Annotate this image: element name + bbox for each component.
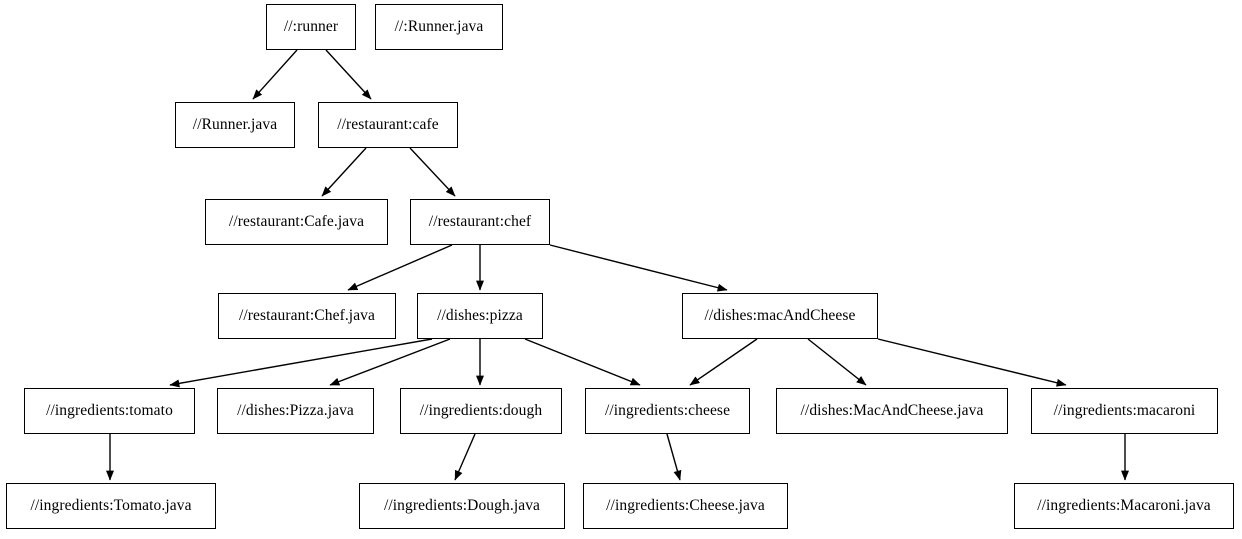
graph-node-runner[interactable]: //:runner [266,4,356,50]
graph-node-label: //Runner.java [192,116,278,134]
graph-node-label: //ingredients:tomato [46,402,173,420]
graph-edge-restaurant_cafe-to-restaurant_cafe_java [321,147,367,197]
graph-node-dishes_macandcheese[interactable]: //dishes:macAndCheese [682,293,878,339]
graph-edge-dishes_macandcheese-to-ing_cheese [689,338,758,386]
graph-node-ing_tomato_java[interactable]: //ingredients:Tomato.java [6,483,216,529]
graph-node-label: //ingredients:Cheese.java [606,497,765,515]
graph-node-runner_java[interactable]: //Runner.java [175,102,295,148]
graph-edge-ing_dough-to-ing_dough_java [454,433,476,481]
graph-edge-restaurant_chef-to-dishes_macandcheese [549,244,728,292]
graph-node-label: //restaurant:Chef.java [238,307,376,325]
graph-node-dishes_pizza_java[interactable]: //dishes:Pizza.java [217,388,374,434]
graph-node-label: //dishes:pizza [437,307,523,325]
graph-node-label: //ingredients:Macaroni.java [1037,497,1211,515]
graph-edge-dishes_pizza-to-ing_cheese [524,338,641,386]
graph-node-restaurant_cafe[interactable]: //restaurant:cafe [318,102,458,148]
graph-node-restaurant_chef_java[interactable]: //restaurant:Chef.java [218,293,396,339]
graph-node-ing_tomato[interactable]: //ingredients:tomato [24,388,195,434]
graph-edge-dishes_pizza-to-dishes_pizza_java [329,338,451,386]
graph-node-label: //ingredients:dough [419,402,543,420]
graph-edge-restaurant_cafe-to-restaurant_chef [409,147,456,197]
graph-edge-dishes_pizza-to-ing_tomato [169,338,433,388]
graph-node-ing_cheese_java[interactable]: //ingredients:Cheese.java [583,483,788,529]
graph-node-dishes_pizza[interactable]: //dishes:pizza [417,293,543,339]
graph-node-ing_cheese[interactable]: //ingredients:cheese [585,388,750,434]
graph-node-runner_java_root[interactable]: //:Runner.java [375,4,503,50]
graph-node-label: //dishes:Pizza.java [237,402,354,420]
graph-node-dishes_mac_java[interactable]: //dishes:MacAndCheese.java [776,388,1008,434]
graph-node-label: //ingredients:cheese [604,402,731,420]
graph-node-label: //restaurant:Cafe.java [228,213,365,231]
graph-edge-dishes_macandcheese-to-ing_macaroni [877,338,1067,387]
graph-edge-ing_cheese-to-ing_cheese_java [666,433,682,481]
graph-edge-restaurant_chef-to-restaurant_chef_java [347,244,453,291]
graph-node-ing_macaroni[interactable]: //ingredients:macaroni [1031,388,1218,434]
graph-node-label: //:runner [283,18,339,36]
graph-node-label: //restaurant:chef [428,213,532,231]
graph-node-ing_macaroni_java[interactable]: //ingredients:Macaroni.java [1014,483,1234,529]
graph-node-label: //ingredients:Dough.java [383,497,541,515]
graph-edge-runner-to-restaurant_cafe [325,49,372,100]
graph-edge-dishes_macandcheese-to-dishes_mac_java [807,338,867,386]
graph-node-ing_dough_java[interactable]: //ingredients:Dough.java [359,483,565,529]
graph-node-label: //ingredients:macaroni [1053,402,1196,420]
graph-node-restaurant_cafe_java[interactable]: //restaurant:Cafe.java [205,199,388,245]
graph-node-label: //ingredients:Tomato.java [30,497,192,515]
graph-edge-runner-to-runner_java [252,49,298,100]
graph-node-label: //dishes:macAndCheese [704,307,856,325]
graph-node-restaurant_chef[interactable]: //restaurant:chef [410,199,550,245]
graph-node-label: //restaurant:cafe [337,116,439,134]
graph-node-label: //:Runner.java [394,18,484,36]
graph-node-ing_dough[interactable]: //ingredients:dough [400,388,562,434]
graph-node-label: //dishes:MacAndCheese.java [800,402,984,420]
